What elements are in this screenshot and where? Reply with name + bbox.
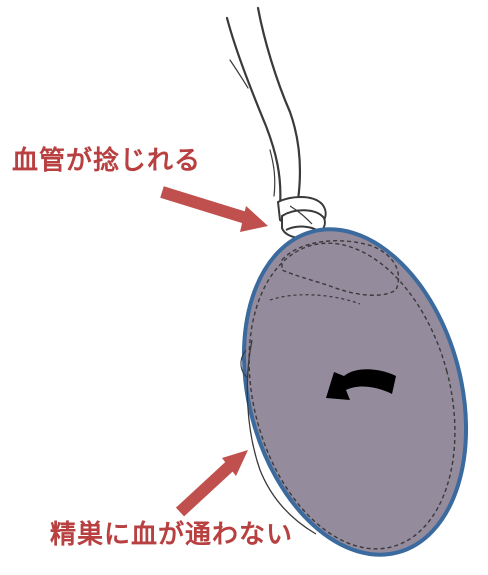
spermatic-cord — [227, 8, 300, 206]
pointer-arrow-top — [162, 192, 268, 232]
vessel-twist-label: 血管が捻じれる — [12, 140, 201, 177]
pointer-arrow-bottom — [180, 450, 248, 512]
no-blood-flow-label: 精巣に血が通わない — [50, 514, 293, 551]
